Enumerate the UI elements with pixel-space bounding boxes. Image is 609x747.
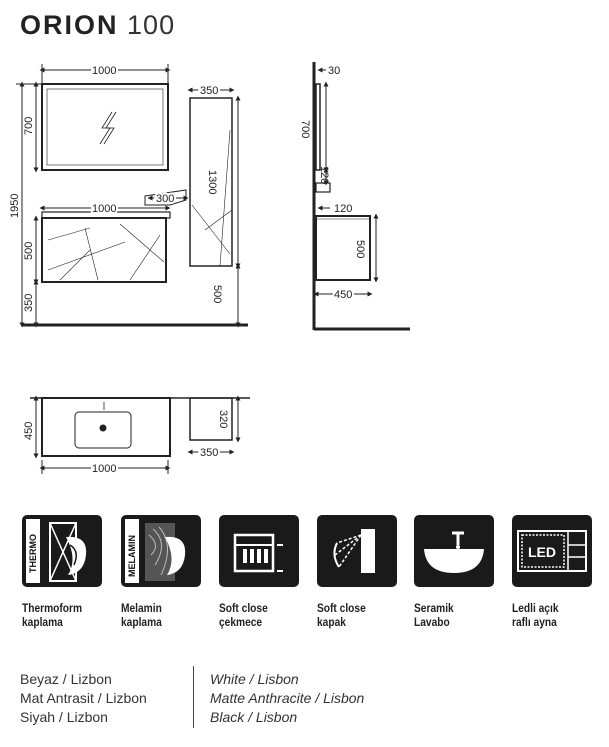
color-en-3: Black / Lisbon <box>210 709 298 725</box>
color-tr-2: Mat Antrasit / Lizbon <box>20 690 147 706</box>
color-en-1: White / Lisbon <box>210 671 299 687</box>
drawer-label-2: çekmece <box>219 615 263 629</box>
countertop-top <box>41 397 171 457</box>
product-title: ORION 100 <box>20 10 175 41</box>
led-label-2: raflı ayna <box>512 615 557 629</box>
tall-cabinet-top <box>189 397 233 441</box>
color-tr-1: Beyaz / Lizbon <box>20 671 112 687</box>
technical-drawing: 1000 700 1950 1000 500 350 300 350 1300 … <box>7 62 410 477</box>
dim-side-cabinet: 500 <box>354 240 366 258</box>
soft-close-drawer-icon <box>219 515 299 587</box>
dim-side-basin: 120 <box>334 203 352 215</box>
cabinet-front <box>41 217 167 283</box>
dim-side-top: 30 <box>328 65 340 77</box>
dim-tall-width: 350 <box>200 85 218 97</box>
door-label-2: kapak <box>317 615 346 629</box>
color-divider <box>193 666 194 728</box>
dim-tall-floor: 500 <box>211 285 223 303</box>
led-mirror-icon: LED <box>512 515 592 587</box>
melamin-badge: MELAMIN <box>127 535 137 577</box>
led-badge: LED <box>528 544 556 560</box>
dim-cabinet-width: 1000 <box>92 203 116 215</box>
dim-side-depth: 450 <box>334 289 352 301</box>
dim-top-tall-depth: 320 <box>217 410 229 428</box>
dim-basin-depth: 300 <box>156 193 174 205</box>
ceramic-basin-icon <box>414 515 494 587</box>
dim-top-width: 1000 <box>92 463 116 475</box>
mirror-front <box>41 83 169 171</box>
melamin-label-2: kaplama <box>121 615 162 629</box>
led-label-1: Ledli açık <box>512 601 559 615</box>
soft-close-door-icon <box>317 515 397 587</box>
thermo-label-1: Thermoform <box>22 601 83 615</box>
colors-english: White / Lisbon Matte Anthracite / Lisbon… <box>210 670 364 727</box>
dim-side-shelf: 120 <box>318 166 330 184</box>
basin-label-1: Seramik Lavabo <box>414 601 454 629</box>
color-en-2: Matte Anthracite / Lisbon <box>210 690 365 706</box>
dim-top-depth: 450 <box>23 422 35 440</box>
dim-top-tall-width: 350 <box>200 447 218 459</box>
door-label-1: Soft close <box>317 601 366 615</box>
dim-mirror-height: 700 <box>23 117 35 135</box>
thermo-badge: THERMO <box>28 534 38 573</box>
color-tr-3: Siyah / Lizbon <box>20 709 108 725</box>
dim-mirror-width: 1000 <box>92 65 116 77</box>
brand-name: ORION <box>20 10 119 40</box>
dim-side-mirror: 700 <box>299 120 311 138</box>
dim-floor-gap: 350 <box>23 294 35 312</box>
colors-turkish: Beyaz / Lizbon Mat Antrasit / Lizbon Siy… <box>20 670 147 727</box>
dim-total-height: 1950 <box>9 194 21 218</box>
tall-cabinet-front <box>189 97 233 267</box>
cabinet-side <box>315 215 371 281</box>
melamin-label-1: Melamin <box>121 601 162 615</box>
model-number: 100 <box>127 10 176 40</box>
thermo-icon: THERMO <box>22 515 102 587</box>
dim-cabinet-height: 500 <box>23 242 35 260</box>
dim-tall-height: 1300 <box>206 170 218 194</box>
melamin-icon: MELAMIN <box>121 515 201 587</box>
thermo-label-2: kaplama <box>22 615 63 629</box>
drawer-label-1: Soft close <box>219 601 268 615</box>
feature-ceramic-basin: Seramik Lavabo <box>414 515 500 629</box>
